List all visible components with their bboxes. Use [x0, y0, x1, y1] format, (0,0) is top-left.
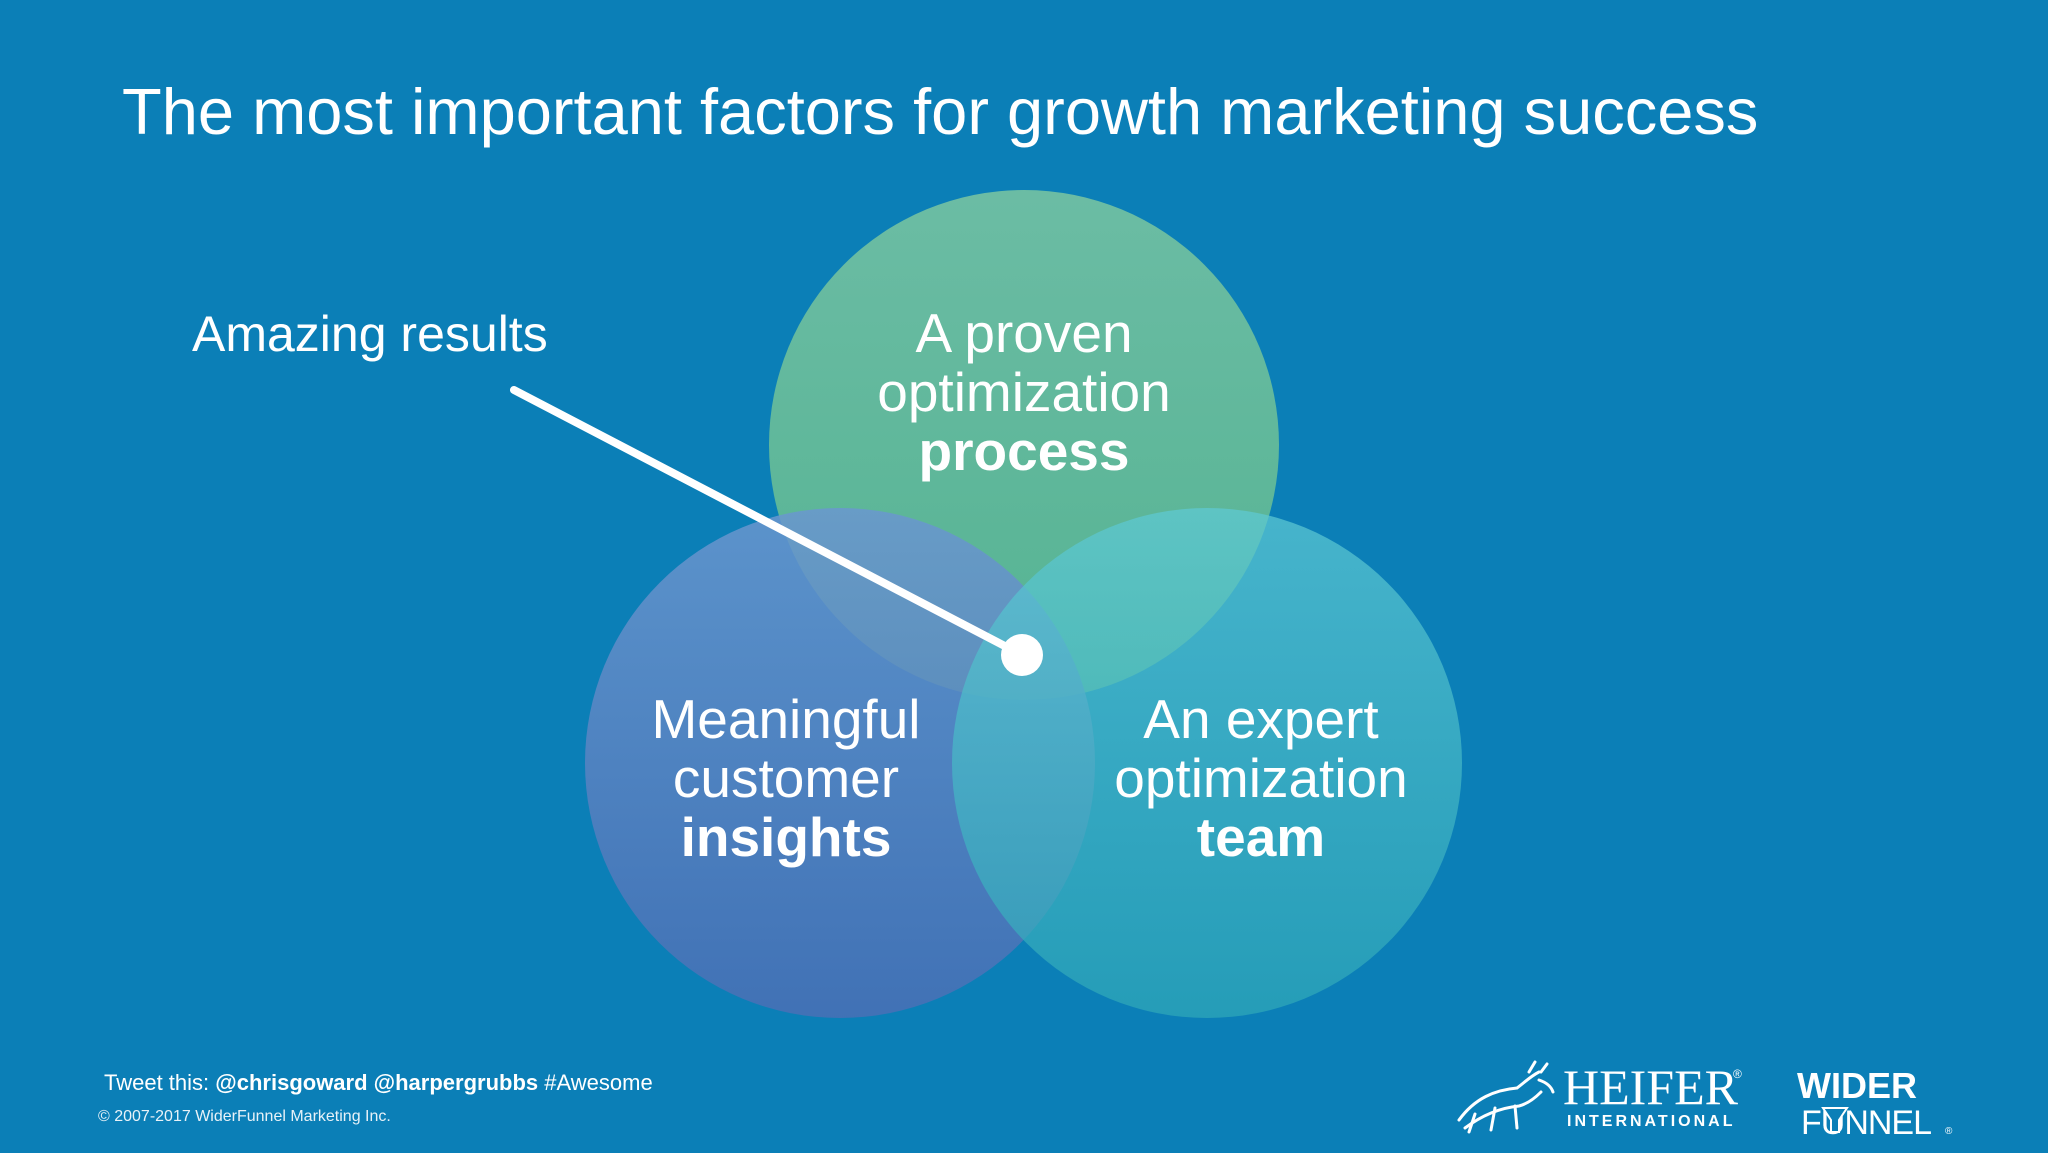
tweet-hashtag: #Awesome	[538, 1070, 653, 1095]
heifer-cow-icon	[1457, 1060, 1555, 1134]
widerfunnel-top: WIDER	[1797, 1066, 1917, 1106]
heifer-subtitle: INTERNATIONAL	[1567, 1113, 1735, 1130]
venn-label-process-emphasis: process	[919, 420, 1130, 482]
venn-label-process-line1: A proven	[915, 302, 1132, 364]
tweet-handles: @chrisgoward @harpergrubbs	[215, 1070, 539, 1095]
heifer-logo: HEIFER ® INTERNATIONAL	[1457, 1059, 1742, 1134]
footer-tweet: Tweet this: @chrisgoward @harpergrubbs #…	[104, 1070, 653, 1096]
footer-copyright: © 2007-2017 WiderFunnel Marketing Inc.	[98, 1108, 391, 1125]
widerfunnel-funnel-icon	[1821, 1107, 1849, 1133]
venn-label-process-line2: optimization	[877, 361, 1170, 423]
venn-label-team-line1: An expert	[1143, 688, 1378, 750]
venn-label-insights-emphasis: insights	[681, 806, 892, 868]
venn-label-insights-line1: Meaningful	[651, 688, 920, 750]
widerfunnel-logo: WIDER FUNNEL ®	[1797, 1066, 1953, 1138]
heifer-registered: ®	[1733, 1067, 1742, 1081]
venn-label-team-emphasis: team	[1197, 806, 1325, 868]
widerfunnel-bottom: FUNNEL	[1801, 1104, 1931, 1138]
callout-label: Amazing results	[192, 306, 548, 362]
callout-dot	[1001, 634, 1043, 676]
slide-title: The most important factors for growth ma…	[122, 75, 1759, 148]
tweet-prefix: Tweet this:	[104, 1070, 216, 1095]
venn-label-team-line2: optimization	[1114, 747, 1407, 809]
widerfunnel-registered: ®	[1945, 1126, 1953, 1137]
venn-circle-team	[952, 508, 1462, 1018]
callout-line	[510, 386, 1026, 659]
venn-circle-insights	[585, 508, 1095, 1018]
venn-label-insights-line2: customer	[673, 747, 899, 809]
heifer-name: HEIFER	[1563, 1059, 1739, 1115]
